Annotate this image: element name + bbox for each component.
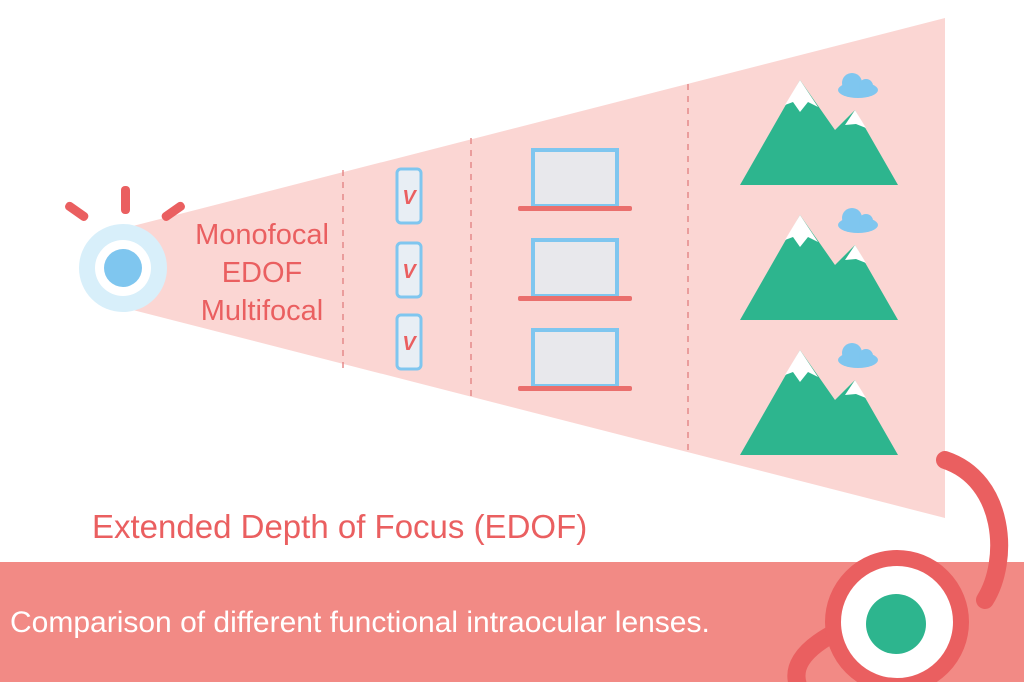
- laptop-icon: [518, 328, 632, 391]
- label-multifocal: Multifocal: [200, 295, 324, 327]
- phone-icon: V: [395, 167, 423, 225]
- label-monofocal: Monofocal: [195, 219, 329, 251]
- phone-icon: V: [395, 313, 423, 371]
- cloud-icon: [838, 208, 878, 233]
- phone-mark: V: [402, 187, 417, 209]
- eye-icon: [65, 186, 185, 312]
- intraocular-lens-icon: [787, 451, 1009, 682]
- mountain-icon: [740, 343, 898, 455]
- phone-mark: V: [402, 333, 417, 355]
- phone-mark: V: [402, 261, 417, 283]
- label-edof: EDOF: [221, 257, 303, 289]
- phone-icon: V: [395, 241, 423, 299]
- cloud-icon: [838, 343, 878, 368]
- lens-type-labels: Monofocal EDOF Multifocal: [182, 216, 342, 330]
- mountain-icon: [740, 208, 898, 320]
- caption: Comparison of different functional intra…: [10, 606, 710, 639]
- laptop-icon: [518, 238, 632, 301]
- mountain-icon: [740, 73, 898, 185]
- laptop-icon: [518, 148, 632, 211]
- diagram-title: Extended Depth of Focus (EDOF): [92, 508, 588, 545]
- cloud-icon: [838, 73, 878, 98]
